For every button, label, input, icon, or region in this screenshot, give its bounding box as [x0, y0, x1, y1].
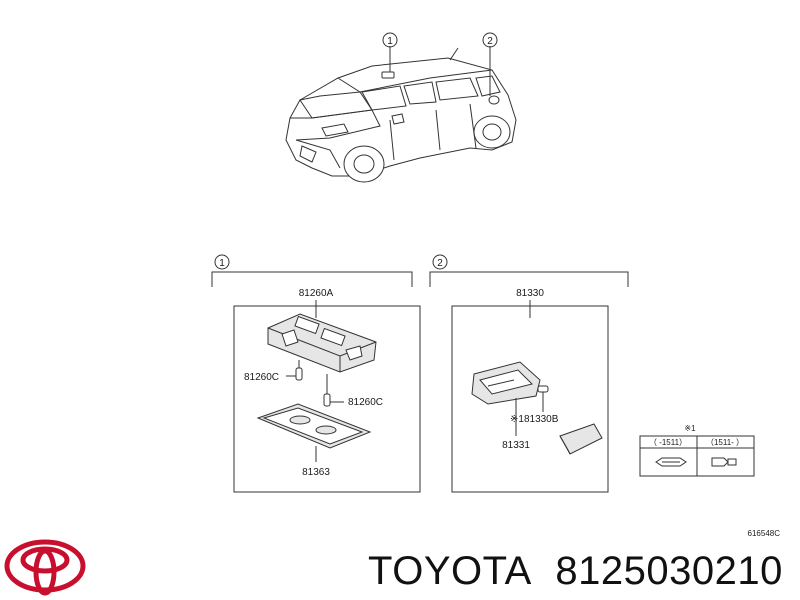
- group-1-assembly-label: 81260A: [299, 288, 334, 299]
- car-illustration: [285, 47, 517, 183]
- group-2-housing-label: 81331: [502, 440, 530, 451]
- bulb-81330b: [537, 385, 549, 393]
- lamp-lens-81363: [256, 403, 372, 449]
- group-2-bulb-label: ※181330B: [510, 414, 559, 425]
- bulb-legend: ※1 （ -1511） （1511- ）: [639, 424, 755, 477]
- car-callout-1-number: 1: [387, 36, 393, 47]
- toyota-logo: [4, 539, 86, 596]
- festoon-bulb-icon: [655, 457, 687, 467]
- brand-make: TOYOTA: [368, 549, 532, 593]
- legend-col-2: （1511- ）: [706, 438, 744, 447]
- diagram-code: 616548C: [748, 529, 781, 538]
- lamp-housing-81331: [471, 361, 541, 405]
- brand-part-number: 8125030210: [555, 549, 783, 593]
- legend-col-1: （ -1511）: [649, 438, 687, 447]
- group-2-assembly-label: 81330: [516, 288, 544, 299]
- lamp-housing-81260a: [267, 313, 377, 373]
- group-1-number: 1: [219, 258, 225, 269]
- brand-title: TOYOTA 8125030210: [368, 546, 798, 596]
- group-2-frame: [451, 305, 609, 493]
- group-1-frame: [233, 305, 421, 493]
- wedge-bulb-icon: [711, 457, 737, 467]
- group-1-lens-label: 81363: [302, 467, 330, 478]
- group-1-bulb-right-label: 81260C: [348, 397, 383, 408]
- car-callout-1: 1: [382, 32, 398, 72]
- group-2-header: 2: [429, 254, 629, 287]
- bulb-81260c-right: [323, 393, 344, 407]
- group-1-bulb-left-label: 81260C: [244, 372, 279, 383]
- bulb-81260c-left: [286, 367, 303, 381]
- car-callout-2-number: 2: [487, 36, 493, 47]
- group-2-number: 2: [437, 258, 443, 269]
- legend-mark: ※1: [684, 424, 696, 433]
- group-1-header: 1: [211, 254, 413, 287]
- lamp-lens-group-2: [559, 423, 603, 455]
- car-callout-2: 2: [482, 32, 498, 96]
